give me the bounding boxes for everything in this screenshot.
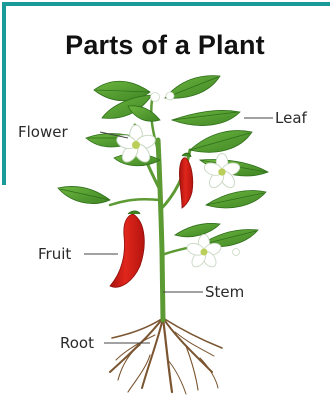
roots [110,318,222,394]
fruit-right [179,158,192,208]
stem [110,100,200,320]
label-leaf: Leaf [275,109,307,127]
label-stem: Stem [205,283,244,301]
label-fruit: Fruit [38,245,71,263]
fruit-left [110,214,144,287]
label-flower: Flower [18,123,68,141]
label-root: Root [60,334,94,352]
